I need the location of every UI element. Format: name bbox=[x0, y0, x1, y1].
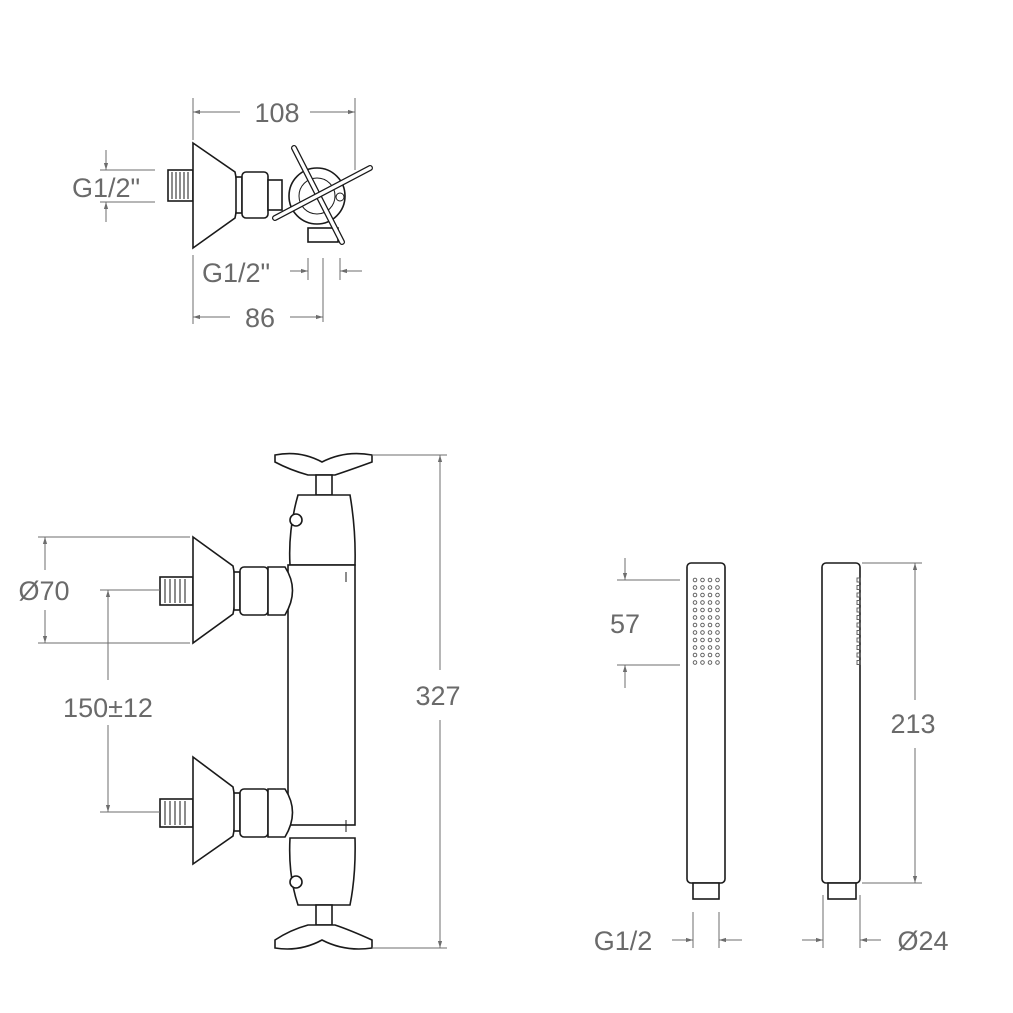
nozzle-dot bbox=[715, 577, 720, 583]
nozzle-dot bbox=[715, 622, 720, 628]
nozzle-dot bbox=[715, 645, 720, 650]
nozzle-dot bbox=[707, 607, 713, 613]
side-nozzle bbox=[856, 585, 861, 590]
nozzle-dot bbox=[700, 592, 705, 598]
nozzle-dot bbox=[692, 637, 698, 643]
nozzle-dot bbox=[700, 600, 705, 605]
dimension-213: 213 bbox=[862, 562, 936, 884]
nozzle-dot bbox=[692, 645, 698, 650]
dim-label-g12: G1/2 bbox=[594, 926, 653, 956]
nozzle-dot bbox=[692, 600, 698, 605]
nozzle-dot bbox=[707, 637, 713, 643]
nozzle-dot bbox=[692, 577, 698, 583]
dimension-86: 86 bbox=[192, 255, 323, 333]
side-nozzle bbox=[856, 607, 861, 613]
nozzle-dot bbox=[707, 630, 713, 635]
side-nozzle bbox=[856, 645, 861, 650]
dimension-diameter-70: Ø70 bbox=[18, 536, 190, 644]
nozzle-dot bbox=[692, 660, 698, 665]
nozzle-dot bbox=[692, 585, 698, 590]
dimension-diameter-24: Ø24 bbox=[802, 895, 949, 956]
nozzle-dot bbox=[692, 622, 698, 628]
dim-label-108: 108 bbox=[254, 98, 299, 128]
side-nozzle bbox=[856, 615, 861, 620]
nozzle-dot bbox=[700, 652, 705, 658]
nozzle-dot bbox=[715, 585, 720, 590]
nozzle-dot bbox=[700, 637, 705, 643]
dim-label-150: 150±12 bbox=[63, 693, 153, 723]
nozzle-dot bbox=[715, 652, 720, 658]
nozzle-dot bbox=[692, 592, 698, 598]
nozzle-dot bbox=[700, 577, 705, 583]
dim-label-86: 86 bbox=[245, 303, 275, 333]
nozzle-dot bbox=[715, 615, 720, 620]
dimension-108: 108 bbox=[192, 98, 356, 170]
nozzle-dot bbox=[700, 645, 705, 650]
nozzle-dot bbox=[707, 645, 713, 650]
nozzle-dot bbox=[700, 615, 705, 620]
nozzle-dot bbox=[700, 585, 705, 590]
nozzle-dot bbox=[700, 630, 705, 635]
dimension-150: 150±12 bbox=[63, 589, 160, 813]
nozzle-dot bbox=[715, 637, 720, 643]
side-nozzle bbox=[856, 592, 861, 598]
nozzle-dot bbox=[707, 615, 713, 620]
nozzle-dot bbox=[700, 622, 705, 628]
dim-label-diameter-70: Ø70 bbox=[18, 576, 69, 606]
side-nozzle bbox=[856, 577, 861, 583]
nozzle-dot bbox=[715, 660, 720, 665]
nozzle-dot bbox=[715, 600, 720, 605]
top-view: 108 G1/2" G1/2" 86 bbox=[72, 98, 373, 333]
dim-label-diameter-24: Ø24 bbox=[897, 926, 948, 956]
nozzle-dot bbox=[707, 585, 713, 590]
nozzle-dot bbox=[715, 592, 720, 598]
nozzle-dot bbox=[707, 622, 713, 628]
nozzle-dot bbox=[692, 630, 698, 635]
nozzle-dot bbox=[715, 607, 720, 613]
dimension-inlet-thread: G1/2" bbox=[72, 150, 155, 222]
side-nozzles bbox=[856, 577, 861, 665]
side-nozzle bbox=[856, 660, 861, 665]
dimension-327: 327 bbox=[372, 454, 461, 949]
nozzle-dot bbox=[700, 660, 705, 665]
dim-label-outlet-thread: G1/2" bbox=[202, 258, 270, 288]
dim-label-57: 57 bbox=[610, 609, 640, 639]
dim-label-213: 213 bbox=[890, 709, 935, 739]
spray-nozzles bbox=[692, 577, 720, 665]
side-nozzle bbox=[856, 637, 861, 643]
nozzle-dot bbox=[707, 592, 713, 598]
nozzle-dot bbox=[715, 630, 720, 635]
nozzle-dot bbox=[707, 660, 713, 665]
dimension-57: 57 bbox=[610, 558, 680, 688]
nozzle-dot bbox=[707, 600, 713, 605]
dimension-g12: G1/2 bbox=[594, 912, 742, 956]
shower-bar-drawing bbox=[159, 452, 373, 950]
dimension-outlet-thread: G1/2" bbox=[202, 258, 362, 322]
nozzle-dot bbox=[707, 652, 713, 658]
nozzle-dot bbox=[692, 652, 698, 658]
front-view: Ø70 150±12 327 bbox=[18, 452, 461, 950]
side-nozzle bbox=[856, 652, 861, 658]
side-nozzle bbox=[856, 600, 861, 605]
dim-label-inlet-thread: G1/2" bbox=[72, 173, 140, 203]
hand-shower-front bbox=[686, 562, 726, 900]
dim-label-327: 327 bbox=[415, 681, 460, 711]
side-nozzle bbox=[856, 630, 861, 635]
hand-shower-side bbox=[821, 562, 861, 900]
nozzle-dot bbox=[692, 607, 698, 613]
nozzle-dot bbox=[700, 607, 705, 613]
nozzle-dot bbox=[707, 577, 713, 583]
side-nozzle bbox=[856, 622, 861, 628]
nozzle-dot bbox=[692, 615, 698, 620]
top-valve-drawing bbox=[167, 141, 373, 250]
